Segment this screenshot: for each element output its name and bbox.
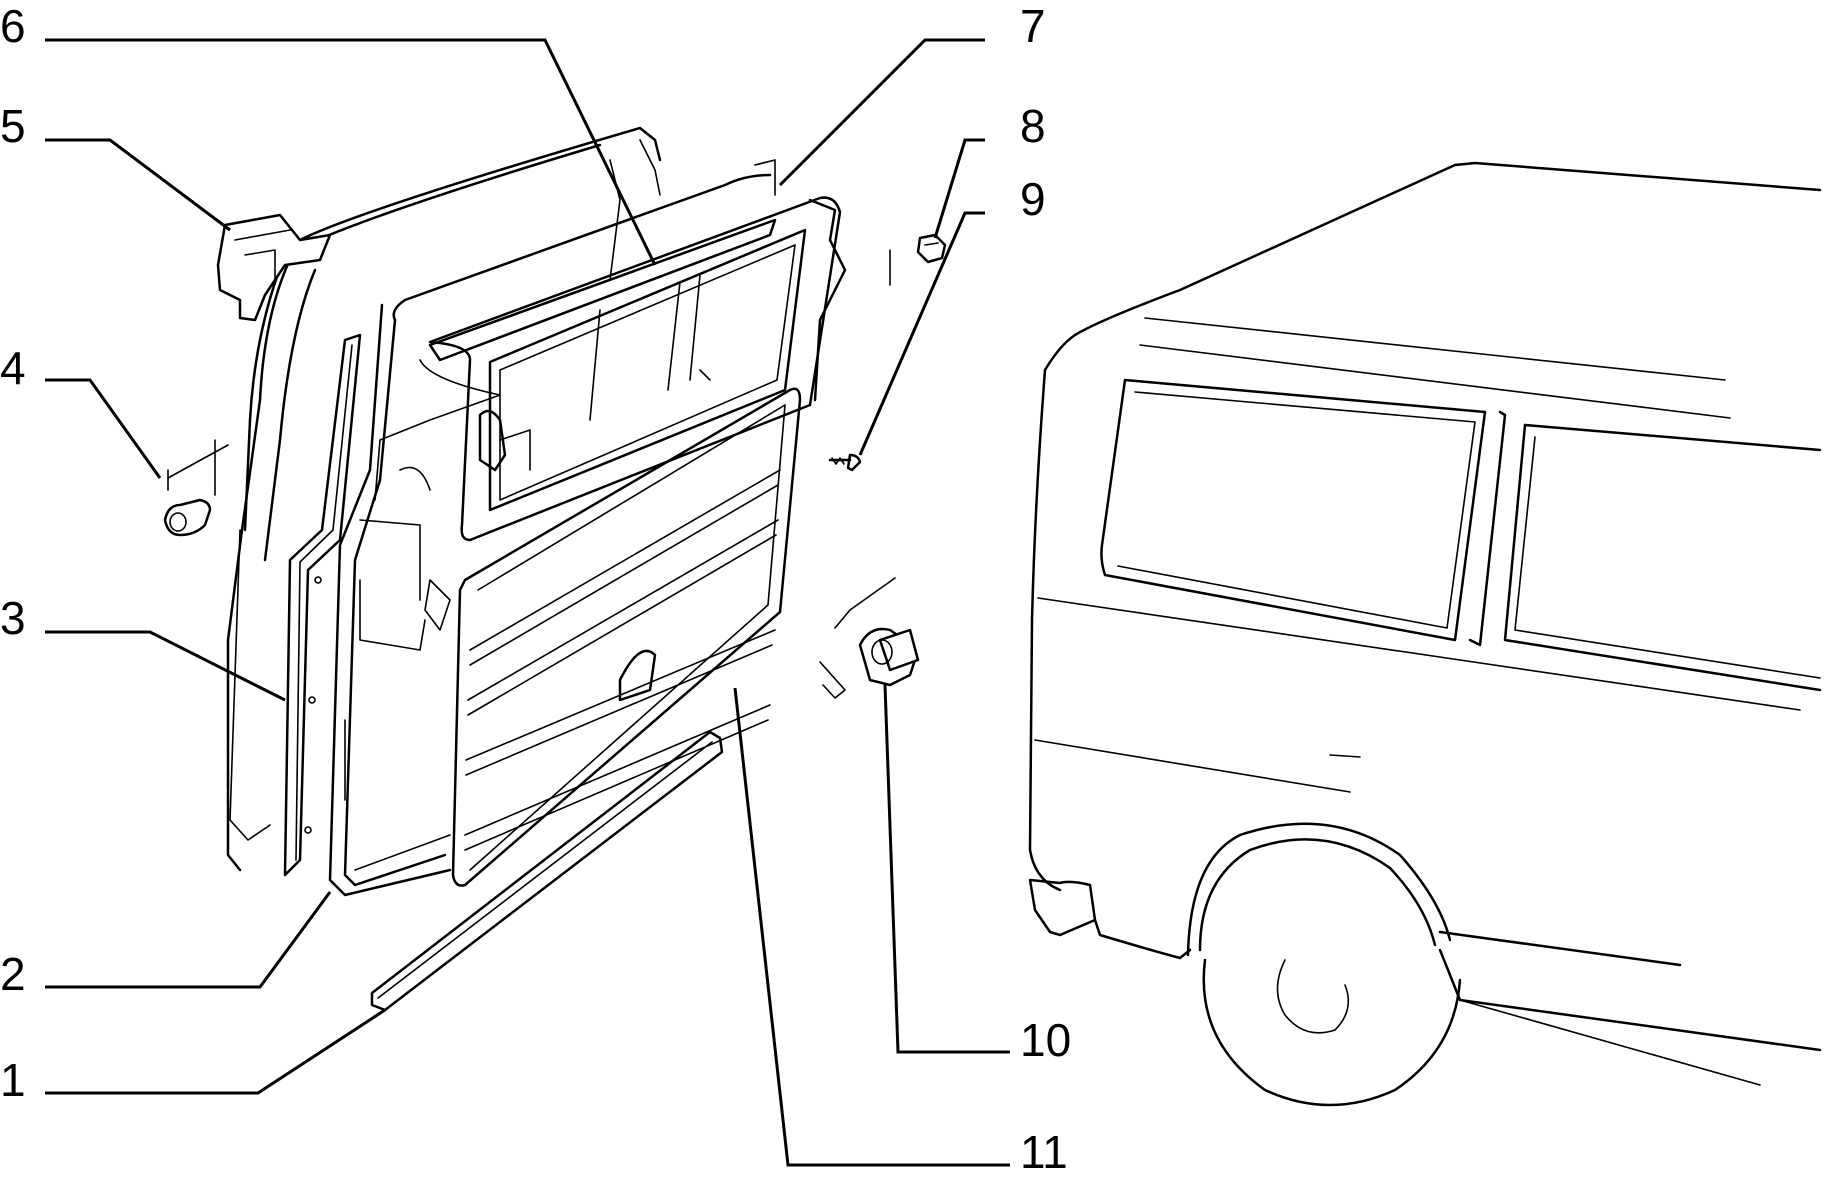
part-1-sill-strip (370, 730, 724, 1012)
callout-2: 2 (0, 948, 26, 1000)
van-outline (1028, 161, 1822, 1107)
leader-lines (45, 38, 1010, 1167)
leader-3 (45, 630, 286, 702)
callout-6: 6 (0, 0, 26, 52)
callout-1: 1 (0, 1054, 26, 1106)
leader-4 (45, 378, 162, 479)
part-6-7-window (428, 139, 847, 542)
leader-11 (733, 687, 1010, 1167)
part-10-lock (819, 577, 920, 699)
callout-11: 11 (1020, 1126, 1068, 1178)
callout-4: 4 (0, 342, 26, 394)
part-4-grommet (163, 439, 229, 537)
part-3-vertical-rail (283, 333, 362, 877)
callout-labels: 6 5 4 3 2 1 7 8 9 10 11 (0, 0, 1071, 1178)
callout-3: 3 (0, 592, 26, 644)
leader-10 (883, 684, 1010, 1054)
leader-8 (933, 138, 985, 239)
callout-8: 8 (1020, 100, 1046, 152)
callout-5: 5 (0, 100, 26, 152)
part-9-screw (828, 453, 862, 472)
leader-9 (858, 211, 985, 456)
leader-5 (45, 138, 231, 232)
callout-7: 7 (1020, 0, 1046, 52)
leader-6 (45, 38, 657, 266)
part-11-lower-panel (451, 387, 802, 887)
leader-2 (45, 891, 332, 989)
part-5-hinge (216, 213, 332, 322)
callout-9: 9 (1020, 173, 1046, 225)
part-2-door-seal (328, 173, 772, 897)
leader-1 (45, 1008, 386, 1095)
callout-10: 10 (1020, 1014, 1071, 1066)
leader-7 (778, 38, 985, 187)
